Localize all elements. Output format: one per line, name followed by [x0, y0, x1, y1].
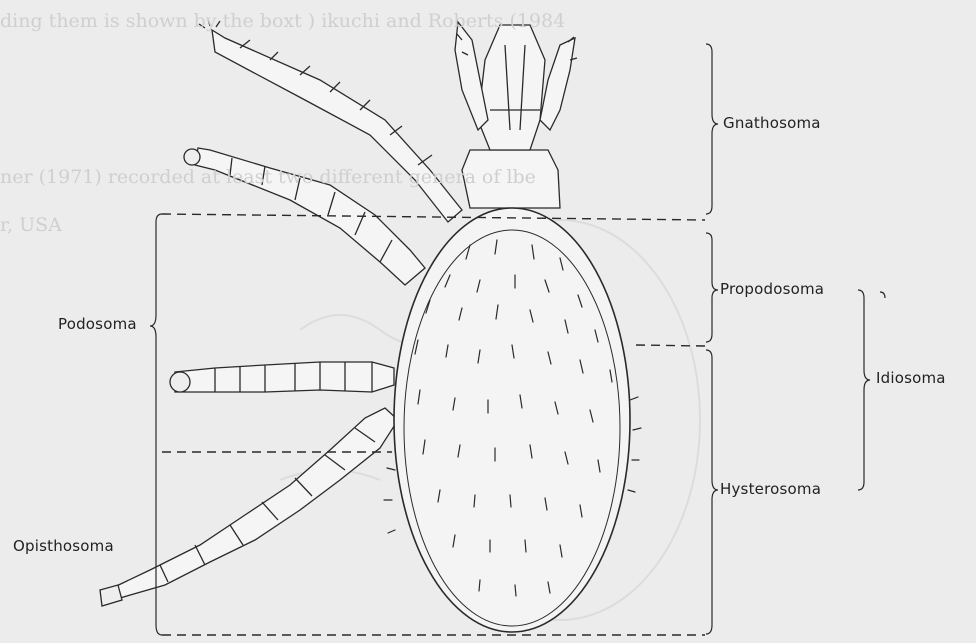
dash-top	[162, 214, 705, 220]
label-podosoma: Podosoma	[58, 315, 137, 333]
gnathosoma-bracket	[706, 44, 718, 214]
propodosoma-bracket	[706, 233, 718, 342]
idiosoma-bracket	[858, 290, 870, 490]
bleed-through-line-1: ding them is shown by the boxt ) ikuchi …	[0, 10, 565, 32]
hysterosoma-bracket	[706, 350, 718, 634]
dash-propo-hystero	[636, 345, 705, 346]
leg-3	[170, 362, 394, 392]
body	[394, 208, 630, 632]
leg-4	[100, 408, 398, 606]
label-idiosoma: Idiosoma	[876, 369, 946, 387]
right-brackets	[706, 44, 885, 634]
label-gnathosoma: Gnathosoma	[723, 114, 821, 132]
body-outline	[394, 208, 630, 632]
bleed-through-line-2: ner (1971) recorded at least two differe…	[0, 166, 536, 188]
label-propodosoma: Propodosoma	[720, 280, 824, 298]
label-opisthosoma: Opisthosoma	[13, 537, 114, 555]
label-hysterosoma: Hysterosoma	[720, 480, 821, 498]
bleed-through-line-3: r, USA	[0, 214, 62, 236]
